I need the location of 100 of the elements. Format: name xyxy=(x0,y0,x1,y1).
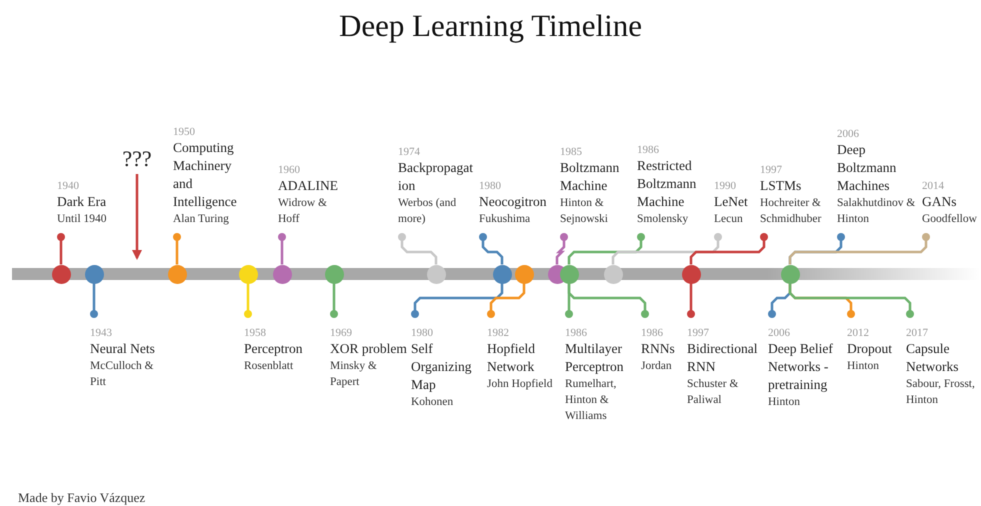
year-label: 1960 xyxy=(278,163,301,177)
connector-line xyxy=(568,284,649,318)
author-names: Hinton xyxy=(847,359,880,374)
milestone-title: Boltzmann Machine xyxy=(560,159,620,195)
milestone-title: Self Organizing Map xyxy=(411,340,472,394)
connector-line xyxy=(556,233,568,264)
year-label: 1985 xyxy=(560,145,583,159)
milestone-circle xyxy=(560,264,578,284)
year-label: 2012 xyxy=(847,326,870,340)
connector-line xyxy=(479,233,504,264)
milestone-title: Dropout xyxy=(847,340,893,358)
author-names: Minsky & Papert xyxy=(330,359,378,390)
milestone-title: Deep Boltzmann Machines xyxy=(837,141,898,195)
year-label: 2014 xyxy=(922,179,945,193)
author-names: Lecun xyxy=(714,212,744,227)
author-names: Fukushima xyxy=(479,212,532,227)
milestone-circle xyxy=(682,264,700,284)
milestone-title: LSTMs xyxy=(760,177,802,195)
connector-line xyxy=(330,284,338,318)
author-names: Jordan xyxy=(641,359,673,374)
connector-line xyxy=(788,284,914,318)
connector-line xyxy=(612,233,722,264)
year-label: 1990 xyxy=(714,179,737,193)
milestone-title: Restricted Boltzmann Machine xyxy=(637,157,698,211)
milestone-circle xyxy=(514,264,534,284)
connector-line xyxy=(487,284,526,318)
author-names: Goodfellow xyxy=(922,212,978,227)
milestone-title: Backpropagation xyxy=(398,159,474,195)
milestone-title: Perceptron xyxy=(244,340,304,358)
year-label: 1958 xyxy=(244,326,267,340)
arrow xyxy=(132,174,142,260)
connector-line xyxy=(90,284,98,318)
milestone-title: ADALINE xyxy=(278,177,339,195)
year-label: 1950 xyxy=(173,125,196,139)
author-names: Werbos (and more) xyxy=(398,196,458,227)
year-label: 1986 xyxy=(637,143,660,157)
year-label: 1982 xyxy=(487,326,510,340)
author-names: Smolensky xyxy=(637,212,690,227)
milestone-circle xyxy=(780,264,800,284)
milestone-title: Multilayer Perceptron xyxy=(565,340,624,376)
year-label: 1986 xyxy=(565,326,588,340)
author-names: John Hopfield xyxy=(487,377,554,392)
milestone-title: Deep Belief Networks - pretraining xyxy=(768,340,834,394)
author-names: Sabour, Frosst, Hinton xyxy=(906,377,976,408)
year-label: 1980 xyxy=(411,326,434,340)
year-label: 1974 xyxy=(398,145,421,159)
connector-line xyxy=(244,284,252,318)
author-names: Schuster & Paliwal xyxy=(687,377,740,408)
author-names: McCulloch & Pitt xyxy=(90,359,155,390)
diagram-title: Deep Learning Timeline xyxy=(338,8,642,43)
milestone-title: Computing Machinery and Intelligence xyxy=(173,139,238,211)
milestone-title: Capsule Networks xyxy=(906,340,960,376)
year-label: 2006 xyxy=(837,127,860,141)
author-names: Hinton xyxy=(768,395,801,410)
year-label: 1997 xyxy=(687,326,710,340)
milestone-circle xyxy=(272,264,292,284)
milestone-circle xyxy=(604,264,622,284)
milestone-circle xyxy=(492,264,512,284)
year-label: 1986 xyxy=(641,326,664,340)
milestone-title: GANs xyxy=(922,193,958,211)
milestone-title: Dark Era xyxy=(57,193,108,211)
author-names: Alan Turing xyxy=(173,212,230,227)
year-label: 1980 xyxy=(479,179,502,193)
milestone-circle xyxy=(168,264,186,284)
year-label: 2006 xyxy=(768,326,791,340)
milestone-title: LeNet xyxy=(714,193,749,211)
connector-line xyxy=(173,233,181,264)
author-names: Rosenblatt xyxy=(244,359,294,374)
milestone-title: Hopfield Network xyxy=(487,340,536,376)
author-names: Rumelhart, Hinton & Williams xyxy=(565,377,618,424)
milestone-circle xyxy=(84,264,104,284)
author-names: Widrow & Hoff xyxy=(278,196,328,227)
connector-line xyxy=(687,284,695,318)
milestone-title: Bidirectional RNN xyxy=(687,340,758,376)
milestone-circle xyxy=(52,264,70,284)
connector-line xyxy=(788,233,930,264)
author-credit: Made by Favio Vázquez xyxy=(18,490,146,506)
milestone-circle xyxy=(426,264,446,284)
connector-line xyxy=(278,233,286,264)
milestone-title: Neocogitron xyxy=(479,193,548,211)
milestone-title: Neural Nets xyxy=(90,340,156,358)
connector-line xyxy=(411,284,504,318)
author-names: Hochreiter & Schmidhuber xyxy=(760,196,822,227)
year-label: 1943 xyxy=(90,326,113,340)
author-names: Until 1940 xyxy=(57,212,108,227)
milestone-circle xyxy=(324,264,344,284)
year-label: 1997 xyxy=(760,163,783,177)
question-marks: ??? xyxy=(121,146,153,172)
author-names: Hinton & Sejnowski xyxy=(560,196,609,227)
connector-line xyxy=(398,233,438,264)
author-names: Kohonen xyxy=(411,395,454,410)
year-label: 1940 xyxy=(57,179,80,193)
year-label: 2017 xyxy=(906,326,929,340)
milestone-title: RNNs xyxy=(641,340,676,358)
author-names: Salakhutdinov & Hinton xyxy=(837,196,916,227)
milestone-circle xyxy=(238,264,258,284)
year-label: 1969 xyxy=(330,326,353,340)
milestone-title: XOR problem xyxy=(330,340,408,358)
connector-line xyxy=(57,233,65,264)
connector-line xyxy=(690,233,768,264)
